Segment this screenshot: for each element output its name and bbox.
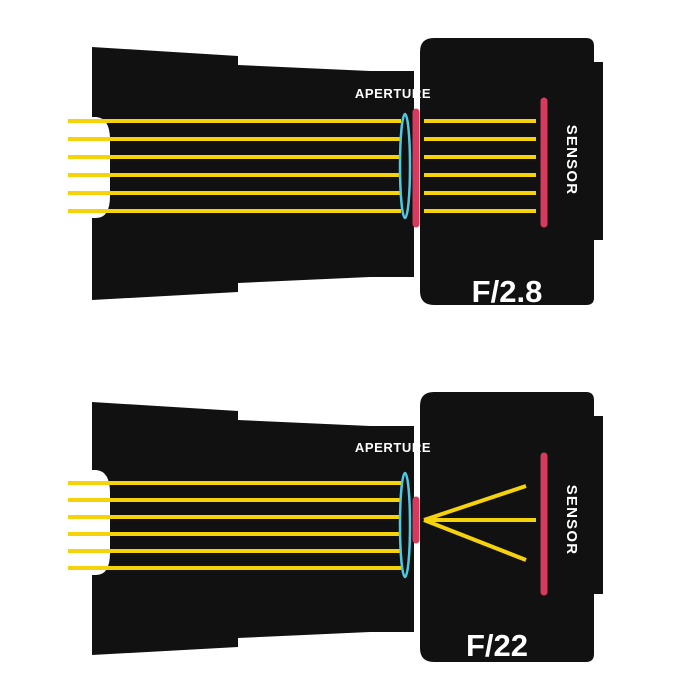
lens-element	[398, 471, 412, 579]
f-stop-label: F/22	[466, 628, 528, 663]
light-ray	[423, 484, 527, 522]
aperture-label: APERTURE	[355, 440, 431, 455]
front-element	[92, 470, 110, 575]
camera-body	[420, 392, 603, 662]
lens-element	[398, 112, 412, 220]
sensor-label: SENSOR	[563, 485, 580, 556]
sensor-label: SENSOR	[563, 125, 580, 196]
light-rays	[68, 481, 536, 570]
front-element	[92, 117, 110, 218]
camera-body	[420, 38, 603, 305]
aperture-label: APERTURE	[355, 86, 431, 101]
f-stop-label: F/2.8	[472, 274, 543, 309]
diagram-narrow-aperture: APERTURE SENSOR F/22	[68, 392, 603, 663]
light-rays	[68, 119, 536, 213]
light-ray	[423, 518, 527, 562]
diagram-wide-aperture: APERTURE SENSOR F/2.8	[68, 38, 603, 309]
lens-barrel	[92, 402, 414, 655]
